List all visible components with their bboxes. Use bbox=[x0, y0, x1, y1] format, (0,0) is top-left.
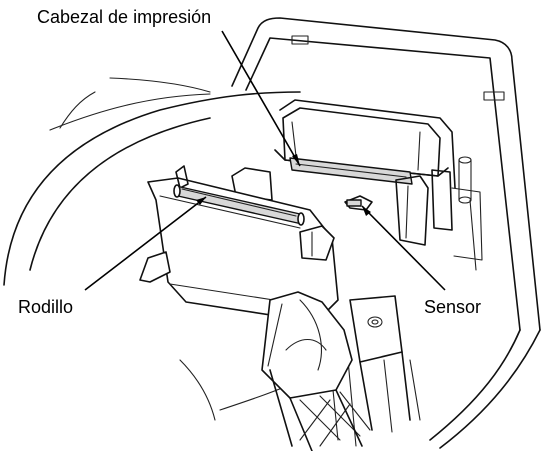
paper-guide bbox=[262, 292, 370, 451]
leader-sensor bbox=[362, 206, 445, 290]
roller-label: Rodillo bbox=[18, 297, 73, 317]
leader-print-head bbox=[222, 31, 300, 166]
print-head-label: Cabezal de impresión bbox=[37, 7, 211, 27]
sensor-label: Sensor bbox=[424, 297, 481, 317]
